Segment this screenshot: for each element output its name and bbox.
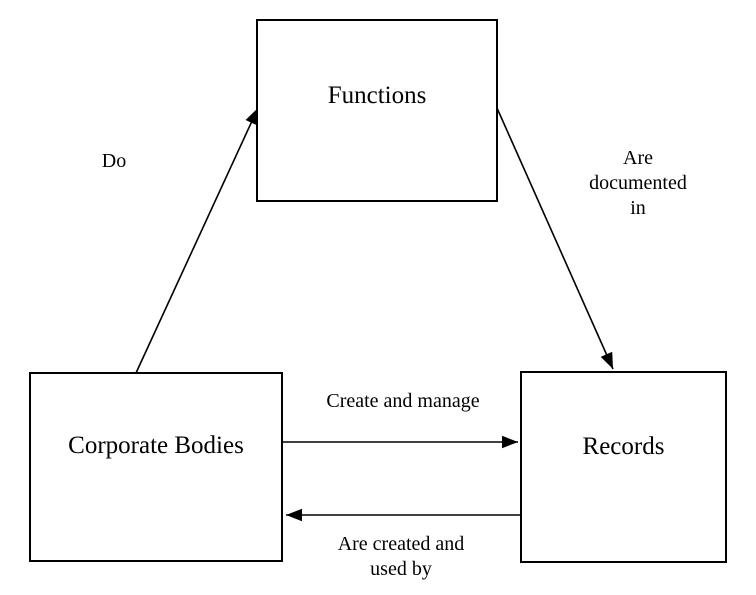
node-corporate-bodies: Corporate Bodies: [29, 372, 283, 562]
edge-label-are-created-and-used-by: Are created and used by: [337, 533, 465, 580]
edge-documented-in-arrow: [496, 107, 614, 370]
edge-label-are-documented-in: Are documented in: [589, 147, 687, 219]
node-functions-label: Functions: [327, 81, 427, 109]
node-records-label: Records: [582, 433, 665, 461]
node-functions: Functions: [256, 19, 498, 202]
node-corporate-bodies-label: Corporate Bodies: [68, 432, 244, 460]
edge-label-do: Do: [101, 150, 127, 172]
edge-label-create-and-manage: Create and manage: [326, 390, 480, 412]
node-records: Records: [520, 371, 727, 563]
edge-do-arrow: [135, 107, 259, 374]
